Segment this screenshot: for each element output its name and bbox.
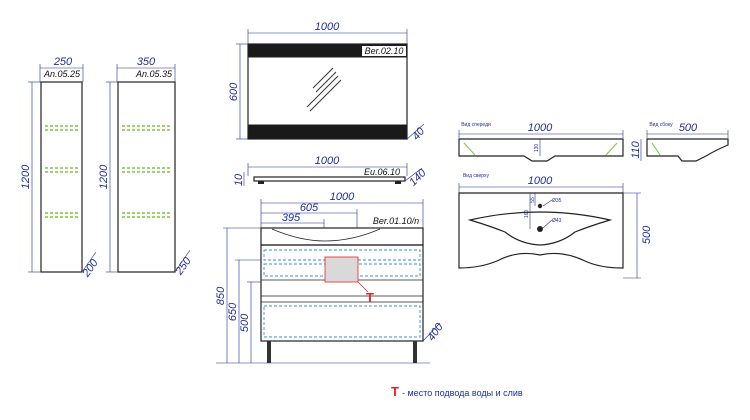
sink-side-accent <box>651 142 661 156</box>
shelf-body <box>253 176 406 182</box>
sink-top-view: Вид сверху 1000 Ø35 Ø43 160 55 500 <box>458 173 653 279</box>
mirror: 1000 Ber.02.10 600 40 <box>228 21 428 143</box>
legend: T - место подвода воды и слив <box>391 384 523 399</box>
plumbing-pointer <box>357 281 369 293</box>
shelf-bracket-right <box>395 181 401 184</box>
mirror-depth-line <box>406 123 425 140</box>
cabinet-narrow-code: An.05.25 <box>43 69 81 79</box>
sink-front-accent-right <box>605 142 618 156</box>
cabinet-wide-width: 350 <box>137 56 156 68</box>
cabinet-narrow-width: 250 <box>53 56 73 68</box>
drain-hole <box>537 226 543 232</box>
cabinet-narrow-depth-line <box>81 251 97 273</box>
shelf-code: Eu.06.10 <box>364 167 400 177</box>
vanity: 1000 605 395 Ber.01.10/n T 850 650 500 <box>215 191 446 364</box>
sink-top-label: Вид сверху <box>463 173 490 179</box>
sink-side-body <box>646 138 729 162</box>
sink-front-width: 1000 <box>528 122 553 134</box>
legend-text: - место подвода воды и слив <box>402 388 523 398</box>
sink-side-view: Вид сбоку 500 110 <box>630 122 729 162</box>
vanity-drawer-1 <box>263 249 421 261</box>
cabinet-wide-depth: 250 <box>173 255 194 278</box>
legend-mark: T <box>391 384 399 399</box>
vanity-leg-left <box>267 341 271 363</box>
cabinet-narrow-height: 1200 <box>20 164 32 189</box>
vanity-width: 1000 <box>330 191 355 203</box>
cabinet-narrow-depth: 200 <box>80 257 101 280</box>
mirror-height: 600 <box>228 82 240 101</box>
vanity-depth: 400 <box>425 321 446 344</box>
mirror-bottom-band <box>248 125 407 139</box>
sink-top-hole-a-leader <box>542 199 553 207</box>
shelf-width: 1000 <box>315 155 340 167</box>
sink-top-body <box>458 192 624 269</box>
vanity-dim-850: 850 <box>215 286 227 305</box>
sink-front-label: Вид спереди <box>461 122 491 128</box>
vanity-dim-395: 395 <box>282 212 301 224</box>
cabinet-wide: 350 An.05.35 1200 250 <box>98 56 194 278</box>
plumbing-marker: T <box>366 290 374 305</box>
sink-front-small-dim: 130 <box>534 144 540 153</box>
mirror-code: Ber.02.10 <box>365 46 404 56</box>
sink-top-basin <box>467 211 613 246</box>
sink-top-small-dim-b: 55 <box>530 197 536 203</box>
cabinet-wide-body <box>117 81 176 273</box>
vanity-basin-top <box>260 227 424 246</box>
vanity-dim-605: 605 <box>300 202 319 214</box>
mirror-code-bg <box>362 46 406 56</box>
mirror-depth: 40 <box>410 125 428 143</box>
sink-front-view: Вид спереди 1000 130 <box>458 122 624 162</box>
shelf-depth-line <box>404 167 423 182</box>
sink-front-body <box>458 138 624 162</box>
vanity-leg-right <box>413 341 417 363</box>
shelf-depth: 140 <box>407 167 429 189</box>
sink-side-height: 110 <box>630 140 642 158</box>
shelf-height: 10 <box>233 173 245 186</box>
cabinet-narrow-body <box>40 81 83 273</box>
vanity-dim-500: 500 <box>239 313 251 332</box>
sink-top-hole-b-leader <box>542 219 553 229</box>
sink-side-width: 500 <box>679 122 698 134</box>
reflection-icon <box>306 67 342 112</box>
vanity-basin-curve <box>271 228 381 242</box>
mirror-glass <box>247 56 408 126</box>
sink-top-hole-b: Ø43 <box>552 218 562 224</box>
sink-top-hole-a: Ø35 <box>552 198 562 204</box>
plumbing-zone <box>324 256 359 283</box>
cabinet-wide-code: An.05.35 <box>135 69 173 79</box>
cabinet-wide-depth-line <box>174 249 191 273</box>
cabinet-narrow: 250 An.05.25 1200 200 <box>20 56 101 280</box>
sink-side-label: Вид сбоку <box>649 122 673 128</box>
sink-top-width: 1000 <box>528 175 553 187</box>
mirror-width: 1000 <box>315 21 340 33</box>
vanity-code: Ber.01.10/n <box>373 216 419 226</box>
vanity-drawer-3 <box>263 305 421 338</box>
vanity-depth-line <box>422 322 441 342</box>
glass-shelf: 1000 Eu.06.10 10 140 <box>233 155 429 189</box>
vanity-body <box>260 244 424 342</box>
sink-top-small-dim-a: 160 <box>524 210 530 219</box>
shelf-bracket-left <box>258 181 264 184</box>
sink-front-accent-left <box>463 142 476 156</box>
sink-top-depth: 500 <box>641 225 653 244</box>
cabinet-wide-height: 1200 <box>98 164 110 189</box>
mirror-frame <box>247 43 408 140</box>
faucet-hole <box>537 203 543 209</box>
vanity-dim-650: 650 <box>227 302 239 321</box>
